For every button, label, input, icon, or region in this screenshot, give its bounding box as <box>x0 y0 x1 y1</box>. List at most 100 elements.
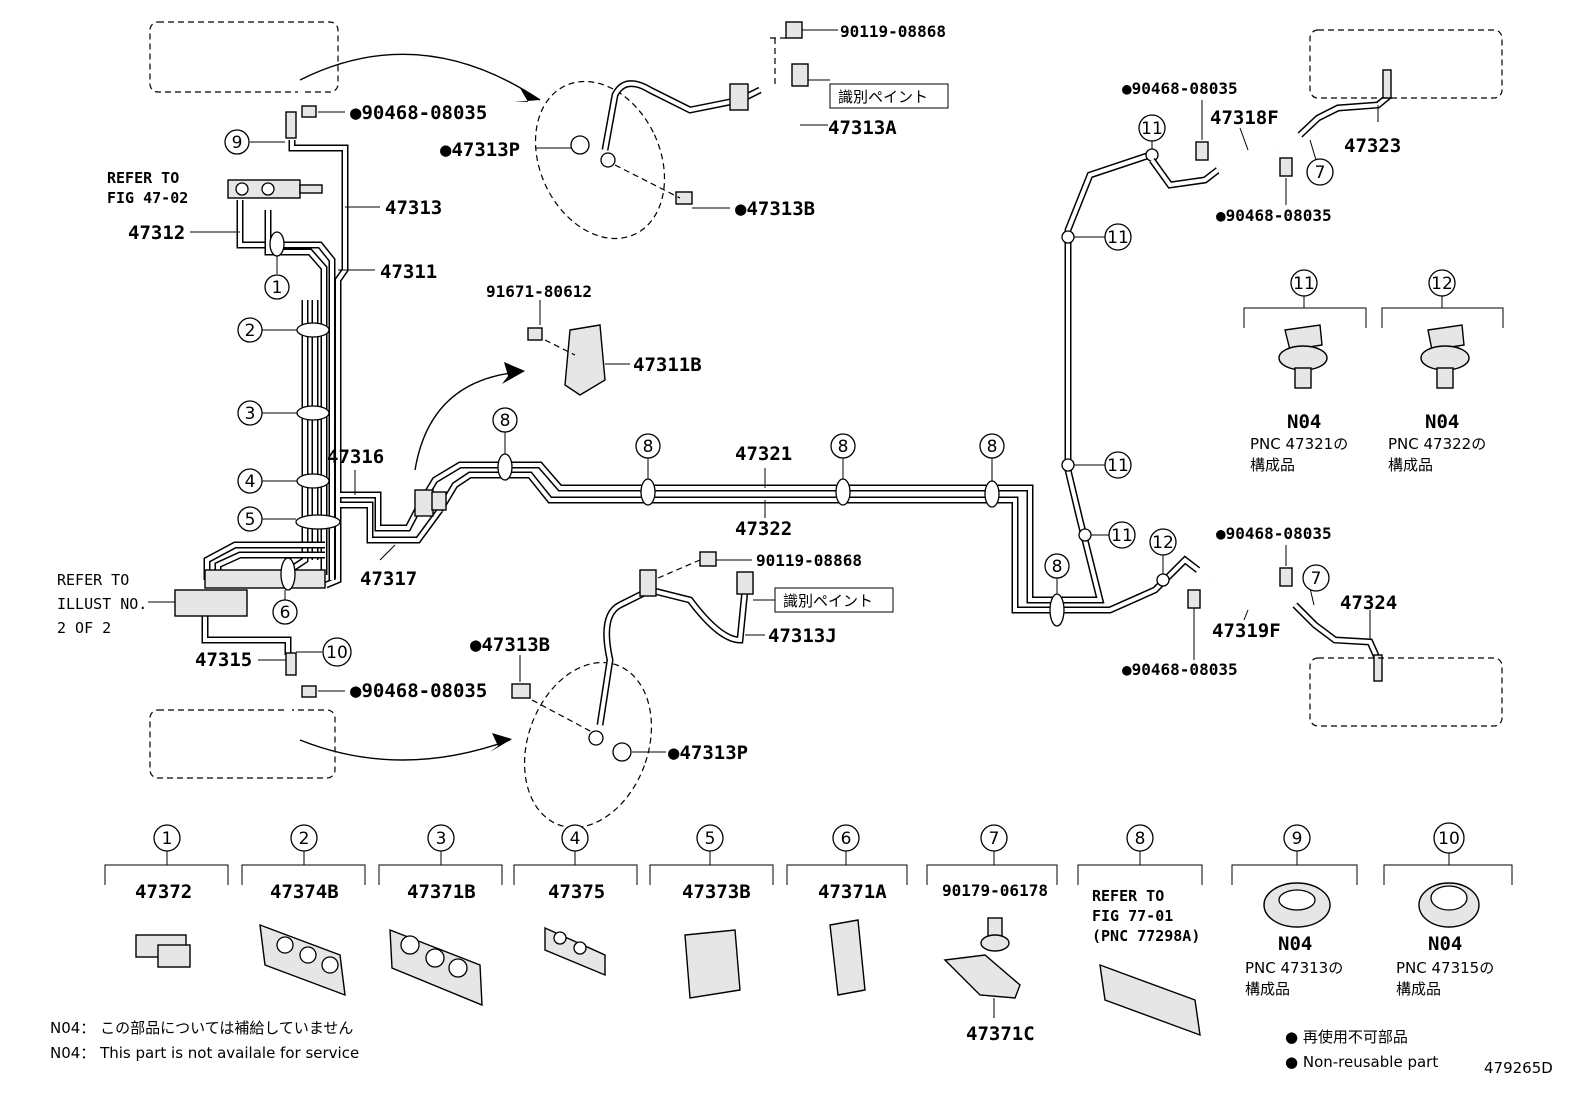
footnote-nonreuse-jp: ● 再使用不可部品 <box>1285 1028 1408 1046</box>
part-47311B: 47311B <box>633 354 702 376</box>
callout-4: 4 <box>245 472 256 492</box>
footnote-n04-en: N04： This part is not availale for servi… <box>50 1044 359 1062</box>
legend-7-part: 90179-06178 <box>942 881 1048 900</box>
legend-6-num: 6 <box>841 829 852 849</box>
front-flex-hose-detail <box>534 21 949 240</box>
rear-right-lower <box>1167 545 1503 727</box>
legend-6-part: 47371A <box>818 881 887 903</box>
legend-4-part: 47375 <box>548 881 605 903</box>
legend-7-bottom: 47371C <box>966 1023 1035 1045</box>
callout-1: 1 <box>272 278 283 298</box>
legend-2-part: 47374B <box>270 881 339 903</box>
callout-7b: 7 <box>1311 569 1322 589</box>
part-90468-right-top: ●90468-08035 <box>1122 79 1238 98</box>
rear-callouts <box>492 114 1177 579</box>
detail-11-sub: 構成品 <box>1250 456 1295 474</box>
rear-main-lines <box>414 140 1173 627</box>
part-91671: 91671-80612 <box>486 282 592 301</box>
legend-9-num: 9 <box>1292 829 1303 849</box>
footnote-n04-jp: N04： この部品については補給していません <box>50 1019 353 1037</box>
part-47318F: 47318F <box>1210 107 1279 129</box>
refer-left-line2: ILLUST NO. <box>57 595 147 613</box>
part-47321: 47321 <box>735 443 792 465</box>
left-leaders <box>148 111 396 692</box>
part-47313B-top: ●47313B <box>735 198 815 220</box>
callout-11d: 11 <box>1141 119 1163 139</box>
footnote-nonreuse-en: ● Non-reusable part <box>1285 1053 1438 1071</box>
legend-3-part: 47371B <box>407 881 476 903</box>
detail-11-pnc: PNC 47321の <box>1250 435 1348 453</box>
front-left-wheel-area <box>149 21 541 104</box>
callout-11c: 11 <box>1111 526 1133 546</box>
part-47313J: 47313J <box>768 625 837 647</box>
legend-9-sub: 構成品 <box>1245 980 1290 998</box>
rear-right-upper <box>1149 29 1503 205</box>
part-47323: 47323 <box>1344 135 1401 157</box>
callout-12a: 12 <box>1152 533 1174 553</box>
refer-top-line2: FIG 47-02 <box>107 189 188 207</box>
refer-top-line1: REFER TO <box>107 169 179 187</box>
legend-9-code: N04 <box>1278 933 1312 955</box>
part-47313B-bottom: ●47313B <box>470 634 550 656</box>
callout-7a: 7 <box>1315 163 1326 183</box>
callout-11a: 11 <box>1107 228 1129 248</box>
left-callouts <box>224 129 352 667</box>
callout-8c: 8 <box>838 437 849 457</box>
part-90468-right-lower: ●90468-08035 <box>1216 524 1332 543</box>
detail-11-code: N04 <box>1287 411 1321 433</box>
part-47311: 47311 <box>380 261 437 283</box>
part-90468-top-left: ●90468-08035 <box>350 102 487 124</box>
callout-9: 9 <box>232 133 243 153</box>
legend-4-num: 4 <box>570 829 581 849</box>
part-90468-right-mid: ●90468-08035 <box>1216 206 1332 225</box>
legend-7-num: 7 <box>989 829 1000 849</box>
legend-9-pnc: PNC 47313の <box>1245 959 1343 977</box>
callout-8d: 8 <box>987 437 998 457</box>
clip-detail-11 <box>1243 269 1367 389</box>
part-47313P-top: ●47313P <box>440 139 520 161</box>
legend-8-num: 8 <box>1135 829 1146 849</box>
paint-label-top: 識別ペイント <box>838 88 928 106</box>
figure-id: 479265D <box>1484 1059 1553 1077</box>
main-pipe-bundle <box>174 105 443 698</box>
legend-2-num: 2 <box>299 829 310 849</box>
part-47324: 47324 <box>1340 592 1397 614</box>
part-90119-top: 90119-08868 <box>840 22 946 41</box>
refer-left-line1: REFER TO <box>57 571 129 589</box>
legend-5-part: 47373B <box>682 881 751 903</box>
legend-1-num: 1 <box>162 829 173 849</box>
legend-10-pnc: PNC 47315の <box>1396 959 1494 977</box>
detail-12-pnc: PNC 47322の <box>1388 435 1486 453</box>
detail-12-sub: 構成品 <box>1388 456 1433 474</box>
part-47313A: 47313A <box>828 117 897 139</box>
part-47312: 47312 <box>128 222 185 244</box>
callout-8a: 8 <box>500 411 511 431</box>
callout-3: 3 <box>245 404 256 424</box>
callout-8e: 8 <box>1052 557 1063 577</box>
detail-11-num: 11 <box>1293 274 1315 294</box>
refer-left-line3: 2 OF 2 <box>57 619 111 637</box>
callout-8b: 8 <box>643 437 654 457</box>
legend-10-code: N04 <box>1428 933 1462 955</box>
part-47315: 47315 <box>195 649 252 671</box>
callout-6: 6 <box>280 603 291 623</box>
part-90119-bottom: 90119-08868 <box>756 551 862 570</box>
part-47313P-bottom: ●47313P <box>668 742 748 764</box>
part-47317: 47317 <box>360 568 417 590</box>
legend-8-line3: (PNC 77298A) <box>1092 927 1200 945</box>
rear-flex-hose-detail <box>511 551 894 829</box>
callout-10: 10 <box>326 643 348 663</box>
callout-2: 2 <box>245 321 256 341</box>
callout-5: 5 <box>245 510 256 530</box>
part-90468-bottom-left: ●90468-08035 <box>350 680 487 702</box>
part-47322: 47322 <box>735 518 792 540</box>
bracket-47311B <box>414 300 630 471</box>
callout-11b: 11 <box>1107 456 1129 476</box>
legend-10-sub: 構成品 <box>1396 980 1441 998</box>
detail-12-code: N04 <box>1425 411 1459 433</box>
part-47319F: 47319F <box>1212 620 1281 642</box>
legend-1-part: 47372 <box>135 881 192 903</box>
paint-label-bottom: 識別ペイント <box>783 592 873 610</box>
part-90468-right-bottom: ●90468-08035 <box>1122 660 1238 679</box>
